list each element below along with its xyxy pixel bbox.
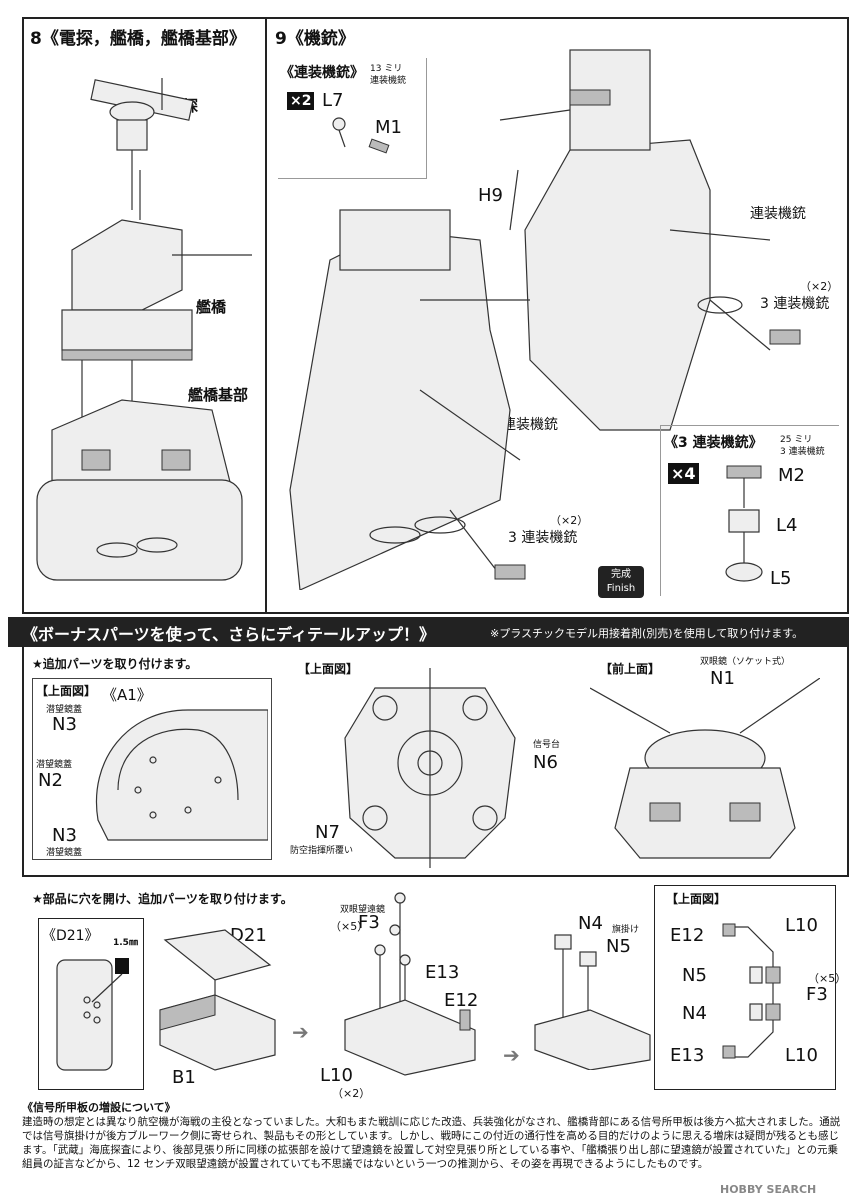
triple-mg-box-sub1: 25 ミリ <box>780 435 813 445</box>
part-F3-1: F3 <box>358 912 380 933</box>
binocular-scope-label: 双眼望遠鏡 <box>340 905 386 915</box>
part-N3-bottom: N3 <box>52 825 77 846</box>
triple-mg-box <box>660 425 839 596</box>
d21-subpanel <box>38 918 144 1090</box>
d21-drawing <box>56 958 129 1071</box>
bonus-banner: 《ボーナスパーツを使って、さらにディテールアップ！》 ※プラスチックモデル用接着… <box>8 617 849 647</box>
bonus1-panel <box>22 647 849 877</box>
step8-title: 8《電探，艦橋，艦橋基部》 <box>30 29 246 49</box>
binocular-socket-label: 双眼鏡（ソケット式） <box>700 657 791 667</box>
arrow-1: ➔ <box>292 1020 309 1044</box>
label-triple-mg-1: 3 連装機銃 <box>760 296 830 312</box>
part-E13-2: E13 <box>670 1045 705 1066</box>
part-N2: N2 <box>38 770 63 791</box>
part-N4-2: N4 <box>682 1003 707 1024</box>
top-view-label-2: 【上面図】 <box>298 662 359 676</box>
part-N5-1: N5 <box>606 936 631 957</box>
part-L10-2: L10 <box>785 915 818 936</box>
triple-mg-box-sub2: 3 連装機銃 <box>780 447 825 457</box>
step8-illustration <box>36 78 252 581</box>
periscope-cover-label-3: 潜望鏡蓋 <box>46 848 83 858</box>
part-N3-top: N3 <box>52 714 77 735</box>
part-L10-1: L10 <box>320 1065 353 1086</box>
arrow-2: ➔ <box>503 1043 520 1067</box>
twin-mg-qty-badge: ×2 <box>287 92 315 110</box>
front-top-drawing <box>590 678 820 859</box>
part-N5-2: N5 <box>682 965 707 986</box>
part-B1: B1 <box>172 1067 196 1088</box>
label-triple-mg-2: 3 連装機銃 <box>508 530 578 546</box>
top-view-subpanel <box>654 885 836 1090</box>
signal-platform-label: 信号台 <box>533 740 561 750</box>
d21-b1-assembly <box>159 929 276 1071</box>
x5-label-2: （×5） <box>808 972 847 985</box>
twin-mg-box-title: 《連装機銃》 <box>280 65 364 81</box>
periscope-cover-label-2: 潜望鏡蓋 <box>36 760 73 770</box>
n4-n5-assembly <box>534 934 651 1070</box>
triple-mg-parts-drawing <box>725 465 763 582</box>
label-x2-1: （×2） <box>800 280 839 293</box>
label-bridge-base: 艦橋基部 <box>188 386 249 404</box>
part-L10-3: L10 <box>785 1045 818 1066</box>
part-L5: L5 <box>770 568 792 589</box>
part-N4-1: N4 <box>578 913 603 934</box>
part-E12-2: E12 <box>670 925 705 946</box>
label-twin-mg-2: 連装機銃 <box>502 417 558 433</box>
bonus2-heading: ★部品に穴を開け、追加パーツを取り付けます。 <box>32 892 293 906</box>
triple-mg-qty-badge: ×4 <box>668 463 699 484</box>
bonus-banner-title: 《ボーナスパーツを使って、さらにディテールアップ！》 <box>22 625 435 644</box>
part-E13-1: E13 <box>425 962 460 983</box>
part-N7: N7 <box>315 822 340 843</box>
twin-mg-parts-drawing <box>332 117 390 154</box>
part-F3-2: F3 <box>806 984 828 1005</box>
twin-mg-box <box>278 58 427 179</box>
signal-deck-note: 《信号所甲板の増設について》 建造時の想定とは異なり航空機が海戦の主役となってい… <box>22 1101 842 1171</box>
watermark: HOBBY SEARCH <box>720 1183 817 1196</box>
part-L4: L4 <box>776 515 798 536</box>
bonus-banner-note: ※プラスチックモデル用接着剤(別売)を使用して取り付けます。 <box>490 627 804 640</box>
top-view-schematic <box>722 923 781 1059</box>
part-M2: M2 <box>778 465 805 486</box>
top-view-label-3: 【上面図】 <box>666 892 727 906</box>
periscope-cover-label-1: 潜望鏡蓋 <box>46 705 83 715</box>
part-M1: M1 <box>375 117 402 138</box>
label-bridge: 艦橋 <box>196 298 227 316</box>
a1-subpanel <box>32 678 272 860</box>
triple-mg-box-title: 《3 連装機銃》 <box>664 435 763 451</box>
x5-label-1: （×5） <box>330 920 369 933</box>
step9-title: 9《機銃》 <box>275 29 355 49</box>
part-H9: H9 <box>478 185 503 206</box>
top-view-drawing <box>344 668 516 868</box>
bonus1-heading: ★追加パーツを取り付けます。 <box>32 657 198 671</box>
f3-assembly <box>344 892 476 1076</box>
finish-jp: 完成 <box>611 569 631 580</box>
flag-label: 旗掛け <box>612 925 640 935</box>
a1-drawing <box>96 709 268 841</box>
note-body: 建造時の想定とは異なり航空機が海戦の主役となっていました。大和もまた戦訓に応じた… <box>22 1116 841 1170</box>
front-top-label: 【前上面】 <box>600 662 661 676</box>
twin-mg-box-sub1: 13 ミリ <box>370 64 403 74</box>
d21-label: 《D21》 <box>42 928 99 944</box>
step9-panel <box>265 17 849 614</box>
x2-label: （×2） <box>332 1087 371 1100</box>
part-E12-1: E12 <box>444 990 479 1011</box>
part-L7: L7 <box>322 90 344 111</box>
a1-label: 《A1》 <box>102 686 152 704</box>
aa-cover-label: 防空指揮所覆い <box>290 846 354 856</box>
label-twin-mg-1: 連装機銃 <box>750 206 806 222</box>
finish-en: Finish <box>606 583 636 594</box>
finish-badge: 完成 Finish <box>598 566 644 598</box>
part-N6: N6 <box>533 752 558 773</box>
twin-mg-box-sub2: 連装機銃 <box>370 76 407 86</box>
hole-size-label: 1.5㎜ <box>113 938 138 948</box>
part-N1: N1 <box>710 668 735 689</box>
step9-illustration <box>289 49 801 590</box>
note-heading: 《信号所甲板の増設について》 <box>22 1101 176 1114</box>
label-x2-2: （×2） <box>550 514 589 527</box>
a1-top-view-label: 【上面図】 <box>36 684 97 698</box>
